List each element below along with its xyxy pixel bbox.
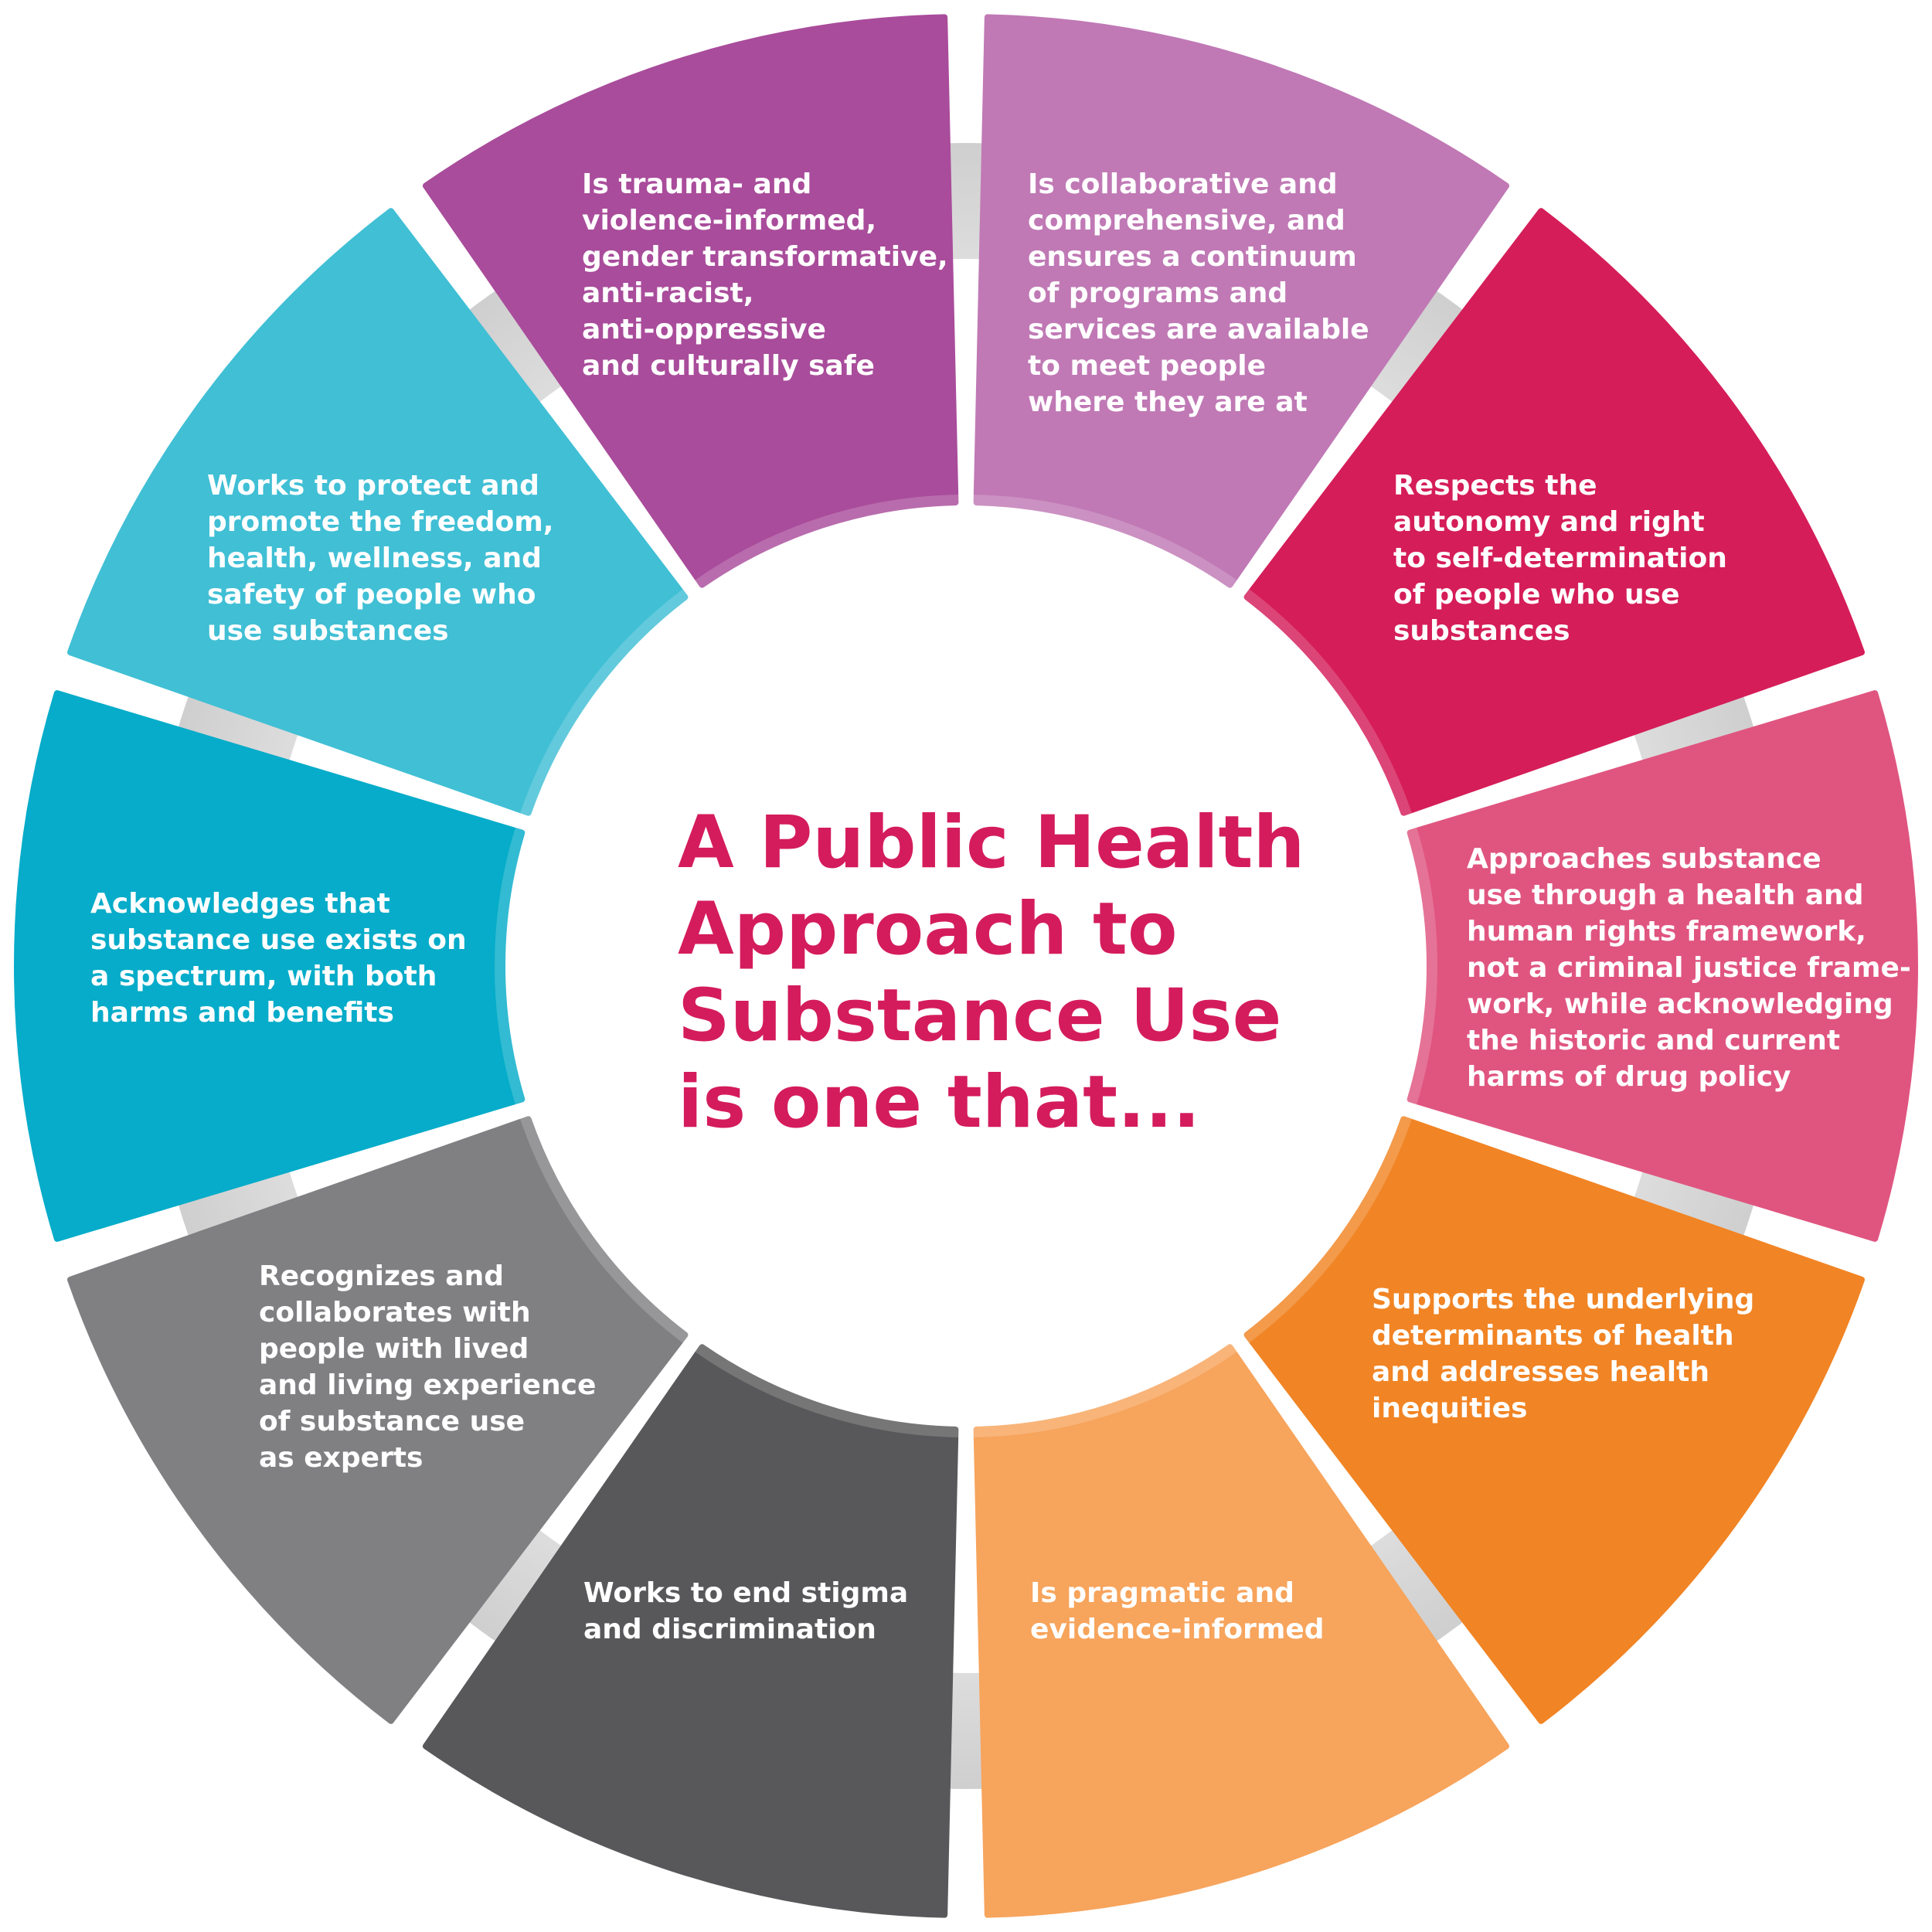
segment-text-line: of substance use bbox=[259, 1406, 525, 1437]
wheel-segment-5 bbox=[973, 1344, 1510, 1918]
segment-text-line: use through a health and bbox=[1467, 879, 1863, 911]
segment-text-line: a spectrum, with both bbox=[90, 961, 437, 992]
segment-text-line: human rights framework, bbox=[1467, 916, 1866, 947]
segment-text-line: and addresses health bbox=[1372, 1356, 1709, 1388]
wheel-segment-9 bbox=[67, 208, 689, 816]
segment-text-line: ensures a continuum bbox=[1028, 241, 1357, 273]
segment-text-line: as experts bbox=[259, 1442, 423, 1474]
segment-text-line: work, while acknowledging bbox=[1467, 988, 1893, 1020]
segment-text-line: to self-determination bbox=[1393, 543, 1727, 574]
segment-text-line: Acknowledges that bbox=[90, 888, 390, 920]
segment-text-4: Supports the underlying determinants of h… bbox=[1372, 1284, 1754, 1424]
wheel-segment-1 bbox=[973, 14, 1510, 588]
segment-text-line: substance use exists on bbox=[90, 924, 467, 956]
center-title-line: Approach to bbox=[678, 887, 1178, 971]
segment-text-1: Is collaborative and comprehensive, and en… bbox=[1028, 168, 1369, 418]
center-circle bbox=[533, 533, 1399, 1399]
segment-text-line: harms and benefits bbox=[90, 997, 394, 1029]
segment-text-line: and culturally safe bbox=[582, 350, 875, 382]
wheel-segment-4 bbox=[1243, 1116, 1865, 1724]
center-title-line: Substance Use bbox=[678, 974, 1281, 1058]
segment-text-line: of programs and bbox=[1028, 277, 1287, 309]
segment-text-line: Recognizes and bbox=[259, 1260, 504, 1292]
segment-text-line: gender transformative, bbox=[582, 241, 948, 273]
segment-text-10: Is trauma- and violence-informed, gender t… bbox=[582, 168, 948, 382]
segment-text-line: Is pragmatic and bbox=[1030, 1577, 1294, 1609]
segment-text-line: use substances bbox=[207, 615, 449, 647]
segment-text-line: the historic and current bbox=[1467, 1025, 1840, 1056]
segment-text-line: anti-oppressive bbox=[582, 314, 826, 345]
segment-text-9: Works to protect and promote the freedom,… bbox=[207, 470, 553, 647]
segment-text-5: Is pragmatic and evidence-informed bbox=[1030, 1577, 1325, 1645]
segments-group: Is collaborative and comprehensive, and en… bbox=[14, 14, 1918, 1918]
wheel-segment-3 bbox=[1406, 690, 1918, 1242]
segment-text-line: autonomy and right bbox=[1393, 506, 1705, 538]
segment-text-line: and living experience bbox=[259, 1369, 596, 1401]
segment-text-line: not a criminal justice frame- bbox=[1467, 952, 1911, 984]
center-title-line: is one that... bbox=[678, 1060, 1200, 1145]
segment-text-line: and discrimination bbox=[583, 1614, 876, 1645]
segment-text-8: Acknowledges that substance use exists on… bbox=[90, 888, 467, 1029]
segment-text-line: of people who use bbox=[1393, 579, 1680, 611]
center-title-line: A Public Health bbox=[678, 801, 1304, 885]
wheel-segment-8 bbox=[14, 690, 526, 1242]
segment-text-line: Is trauma- and bbox=[582, 168, 811, 200]
segment-text-line: safety of people who bbox=[207, 579, 536, 611]
segment-text-line: services are available bbox=[1028, 314, 1369, 345]
segment-text-line: Works to protect and bbox=[207, 470, 539, 502]
segment-text-line: health, wellness, and bbox=[207, 543, 542, 574]
segment-text-line: promote the freedom, bbox=[207, 506, 553, 538]
segment-text-line: people with lived bbox=[259, 1333, 529, 1365]
segment-text-3: Approaches substance use through a health… bbox=[1467, 843, 1911, 1093]
segment-text-line: Is collaborative and bbox=[1028, 168, 1338, 200]
segment-text-line: evidence-informed bbox=[1030, 1614, 1325, 1645]
wheel-segment-10 bbox=[422, 14, 959, 588]
wheel-segment-6 bbox=[422, 1344, 959, 1918]
segment-text-line: Approaches substance bbox=[1467, 843, 1821, 875]
segment-text-line: comprehensive, and bbox=[1028, 205, 1345, 236]
segment-text-line: Works to end stigma bbox=[583, 1577, 908, 1609]
segment-text-line: violence-informed, bbox=[582, 205, 876, 236]
segment-text-line: determinants of health bbox=[1372, 1320, 1734, 1352]
segment-text-line: harms of drug policy bbox=[1467, 1061, 1791, 1093]
segment-text-line: Supports the underlying bbox=[1372, 1284, 1754, 1315]
wheel-segment-7 bbox=[67, 1116, 689, 1724]
segment-text-line: to meet people bbox=[1028, 350, 1266, 382]
segment-text-7: Recognizes and collaborates with people wi… bbox=[259, 1260, 596, 1474]
segment-text-line: where they are at bbox=[1028, 386, 1308, 418]
segment-text-line: collaborates with bbox=[259, 1297, 531, 1328]
wheel-segment-2 bbox=[1243, 208, 1865, 816]
segment-text-6: Works to end stigma and discrimination bbox=[583, 1577, 908, 1645]
inner-highlight-ring bbox=[495, 495, 1437, 1437]
segment-text-line: anti-racist, bbox=[582, 277, 753, 309]
segment-text-2: Respects the autonomy and right to self-de… bbox=[1393, 470, 1727, 647]
segment-text-line: substances bbox=[1393, 615, 1570, 647]
segment-text-line: Respects the bbox=[1393, 470, 1597, 502]
segment-text-line: inequities bbox=[1372, 1393, 1528, 1424]
